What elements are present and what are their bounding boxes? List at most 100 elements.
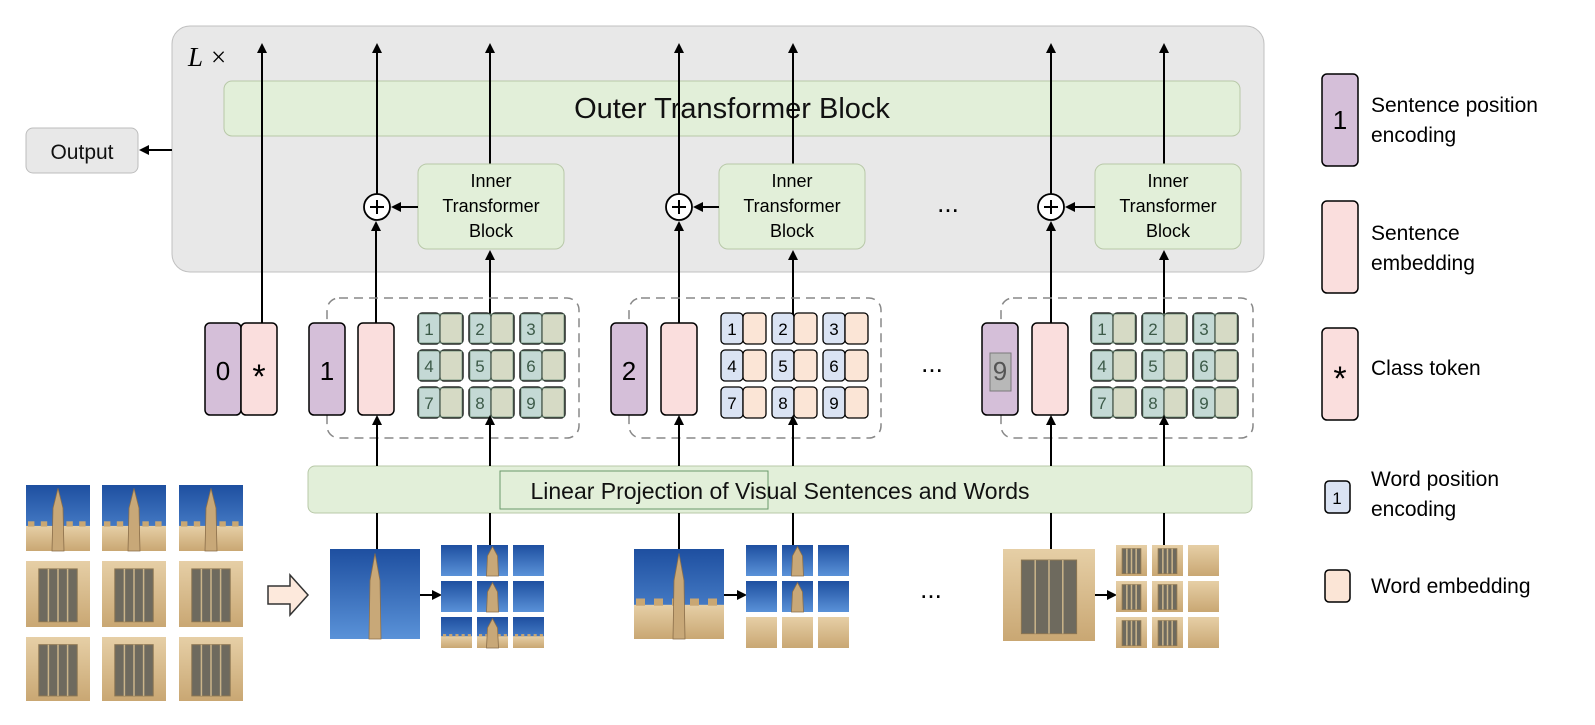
sentence-position-number: 2 xyxy=(622,356,636,386)
sentence-position-encoding xyxy=(610,322,648,416)
sentence-group-frame xyxy=(628,297,882,439)
word-subpatch xyxy=(513,545,544,576)
word-subpatch xyxy=(746,581,777,612)
word-token: 7 xyxy=(1090,386,1137,419)
word-embedding xyxy=(1112,312,1137,345)
stone-fill xyxy=(1188,617,1219,648)
word-subpatch xyxy=(513,617,544,648)
word-token: 5 xyxy=(1141,349,1188,382)
inner-transformer-label-line3: Block xyxy=(1146,221,1191,241)
word-embedding xyxy=(1214,349,1239,382)
word-position-number: 3 xyxy=(526,320,535,339)
word-subpatch xyxy=(1116,581,1147,612)
crenel xyxy=(449,634,453,637)
word-position-number: 5 xyxy=(475,357,484,376)
word-highlight-overlay xyxy=(469,313,514,344)
word-position-number: 8 xyxy=(475,394,484,413)
parapet xyxy=(513,636,544,648)
crenel xyxy=(232,521,239,527)
sky-fill xyxy=(818,581,849,612)
output-label: Output xyxy=(50,141,113,164)
word-position-number: 7 xyxy=(727,394,736,413)
word-subpatch xyxy=(1188,581,1219,612)
word-token: 3 xyxy=(822,312,869,345)
word-token: 9 xyxy=(1192,386,1239,419)
source-patch xyxy=(26,485,90,552)
sentence-patch-images xyxy=(330,545,1219,649)
sentence-group-frame xyxy=(326,297,580,439)
sentence-position-number: 9 xyxy=(993,356,1007,386)
word-token: 5 xyxy=(771,349,818,382)
word-subpatch xyxy=(746,617,777,648)
word-subpatch xyxy=(1152,545,1183,576)
crenel xyxy=(527,634,531,637)
word-highlight-overlay xyxy=(418,313,463,344)
word-embedding xyxy=(742,312,767,345)
sentence-group-frame xyxy=(1000,297,1254,439)
word-highlight-overlay xyxy=(1091,387,1136,418)
word-highlight-overlay xyxy=(469,350,514,381)
sky-fill xyxy=(746,545,777,576)
word-subpatch xyxy=(746,545,777,576)
word-token: 3 xyxy=(519,312,566,345)
word-embedding xyxy=(844,349,869,382)
crenel xyxy=(533,634,537,637)
word-token: 9 xyxy=(822,386,869,419)
word-subpatch xyxy=(818,617,849,648)
word-position-number: 2 xyxy=(475,320,484,339)
source-image-patches xyxy=(26,485,243,701)
crenel xyxy=(116,521,124,527)
word-position-number: 4 xyxy=(1097,357,1106,376)
projection-highlight-box xyxy=(499,470,769,510)
crenel xyxy=(219,521,226,527)
legend-sentence-position-swatch xyxy=(1321,73,1359,167)
inner-transformer-label-line2: Transformer xyxy=(743,196,840,216)
word-position-number: 5 xyxy=(1148,357,1157,376)
word-embedding xyxy=(742,349,767,382)
word-subpatch xyxy=(477,581,508,613)
word-embedding xyxy=(490,386,515,419)
top-output-arrows xyxy=(372,43,1169,194)
stone-fill xyxy=(782,617,813,648)
word-highlight-overlay xyxy=(1142,350,1187,381)
source-patch xyxy=(102,637,166,701)
legend: 1 Sentence position encoding Sentence em… xyxy=(1321,73,1538,603)
token-ellipsis: ... xyxy=(921,348,943,378)
linear-projection-block xyxy=(307,465,1253,514)
word-subpatch xyxy=(441,581,472,612)
word-position-number: 9 xyxy=(1199,394,1208,413)
sentence-position-number: 1 xyxy=(320,356,334,386)
word-embedding xyxy=(1163,312,1188,345)
legend-word-position-swatch xyxy=(1324,480,1351,514)
inner-ellipsis: ... xyxy=(937,188,959,218)
word-subpatch xyxy=(1152,617,1183,648)
crenel xyxy=(708,598,717,606)
legend-sentence-position-line1: Sentence position xyxy=(1371,94,1538,117)
inner-transformer-label-line1: Inner xyxy=(771,171,812,191)
class-position-number: 0 xyxy=(216,356,230,386)
word-position-number: 9 xyxy=(526,394,535,413)
sentence-position-encoding xyxy=(308,322,346,416)
sentence-patch-image xyxy=(1003,549,1095,641)
stone-fill xyxy=(1188,545,1219,576)
word-embedding xyxy=(541,312,566,345)
crenel xyxy=(461,634,465,637)
source-patch xyxy=(26,561,90,627)
word-token: 8 xyxy=(771,386,818,419)
spire xyxy=(204,488,218,552)
legend-sentence-embedding-line1: Sentence xyxy=(1371,222,1460,245)
word-subpatch xyxy=(1188,617,1219,648)
legend-sentence-embedding-swatch xyxy=(1321,200,1359,294)
crenel xyxy=(28,521,35,527)
word-token: 4 xyxy=(1090,349,1137,382)
word-position-number: 4 xyxy=(424,357,433,376)
inner-transformer-label-line1: Inner xyxy=(470,171,511,191)
legend-sentence-position-symbol: 1 xyxy=(1333,105,1347,135)
crenel xyxy=(690,598,699,606)
crenel xyxy=(181,521,188,527)
word-embedding xyxy=(1214,386,1239,419)
